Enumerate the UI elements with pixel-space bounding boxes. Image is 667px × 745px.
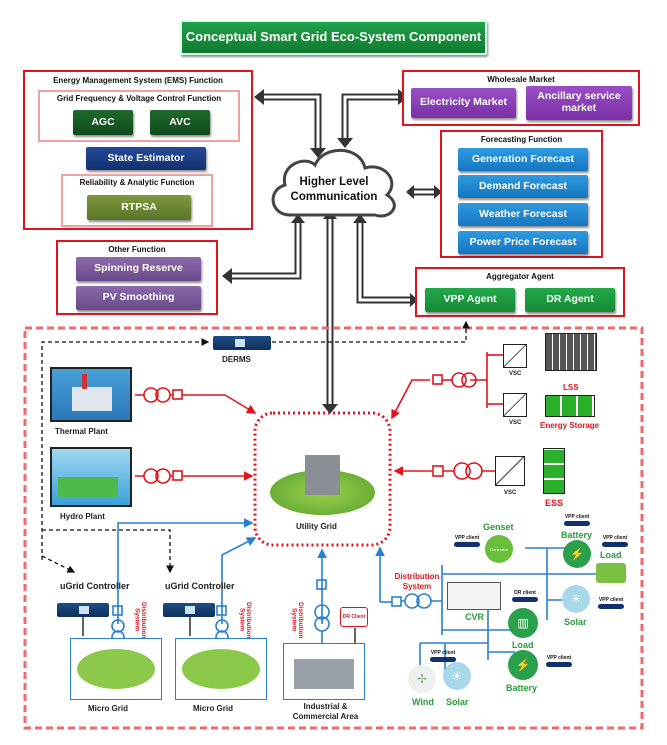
- micro-grid-label: Micro Grid: [193, 704, 234, 713]
- vsc-icon: [503, 344, 527, 368]
- solar-panel-icon: [545, 333, 597, 371]
- agc-button[interactable]: AGC: [73, 110, 133, 135]
- hydro-plant-label: Hydro Plant: [60, 512, 105, 521]
- distribution-system-label: Distribution System: [290, 601, 305, 639]
- load-label: Load: [512, 640, 534, 650]
- wind-icon: ✢: [408, 665, 436, 693]
- vsc-label: VSC: [509, 371, 522, 377]
- micro-grid-label: Micro Grid: [88, 704, 129, 713]
- ems-panel: Energy Management System (EMS) Function …: [23, 70, 253, 230]
- other-title: Other Function: [108, 245, 166, 254]
- ugrid-controller-icon: [163, 603, 215, 617]
- solar-icon: ☀: [443, 662, 471, 690]
- vpp-client-badge: VPP client: [596, 597, 626, 609]
- dr-client-badge: DR Client: [340, 607, 368, 627]
- energy-storage-label: Energy Storage: [540, 421, 600, 430]
- forecasting-panel: Forecasting Function Generation Forecast…: [440, 130, 603, 258]
- industrial-area-label: Industrial & Commercial Area: [292, 702, 359, 721]
- vsc-icon: [495, 456, 525, 486]
- cvr-chart-image: [447, 582, 501, 610]
- lss-label: LSS: [563, 383, 579, 392]
- demand-forecast-button[interactable]: Demand Forecast: [458, 175, 588, 198]
- utility-grid-label: Utility Grid: [296, 522, 337, 531]
- ancillary-market-button[interactable]: Ancillary service market: [526, 86, 632, 120]
- vsc-icon: [503, 393, 527, 417]
- thermal-plant-label: Thermal Plant: [55, 427, 108, 436]
- battery-icon: [545, 395, 595, 417]
- house-load-icon: [596, 563, 626, 583]
- hydro-plant-image: [50, 447, 132, 507]
- ugrid-controller-icon: [57, 603, 109, 617]
- dr-client-badge: DR client: [510, 590, 540, 602]
- page-title: Conceptual Smart Grid Eco-System Compone…: [180, 20, 487, 55]
- wholesale-title: Wholesale Market: [487, 75, 555, 84]
- battery-label: Battery: [561, 530, 593, 540]
- forecasting-title: Forecasting Function: [480, 135, 563, 144]
- vpp-client-badge: VPP client: [452, 535, 482, 547]
- ess-label: ESS: [545, 498, 564, 508]
- genset-label: Genset: [483, 522, 514, 532]
- generator-icon: Generator: [485, 535, 513, 563]
- solar-label: Solar: [564, 617, 587, 627]
- battery-icon: ⚡: [563, 540, 591, 568]
- dr-agent-button[interactable]: DR Agent: [525, 288, 615, 312]
- vpp-client-badge: VPP client: [544, 655, 574, 667]
- power-price-forecast-button[interactable]: Power Price Forecast: [458, 231, 588, 254]
- derms-device-icon: [213, 336, 271, 350]
- vsc-label: VSC: [504, 490, 517, 496]
- thermal-plant-image: [50, 367, 132, 422]
- ugrid-controller-label: uGrid Controller: [165, 581, 235, 591]
- distribution-system-label: Distribution System: [133, 601, 148, 639]
- generation-forecast-button[interactable]: Generation Forecast: [458, 148, 588, 171]
- factory-load-icon: ▥: [508, 608, 538, 638]
- state-estimator-button[interactable]: State Estimator: [86, 147, 206, 170]
- solar-icon: ☀: [562, 585, 590, 613]
- grid-control-group: Grid Frequency & Voltage Control Functio…: [38, 90, 240, 142]
- micro-grid-image: [70, 638, 162, 700]
- pv-smoothing-button[interactable]: PV Smoothing: [76, 286, 201, 310]
- distribution-system-label: Distribution System: [238, 601, 253, 639]
- wholesale-market-panel: Wholesale Market Electricity Market Anci…: [402, 70, 640, 126]
- derms-label: DERMS: [222, 355, 251, 364]
- vpp-client-badge: VPP client: [600, 535, 630, 547]
- distribution-system-label: Distribution System: [394, 572, 440, 591]
- other-function-panel: Other Function Spinning Reserve PV Smoot…: [56, 240, 218, 315]
- aggregator-panel: Aggregator Agent VPP Agent DR Agent: [415, 267, 625, 317]
- wind-label: Wind: [412, 697, 434, 707]
- ems-title: Energy Management System (EMS) Function: [53, 76, 223, 85]
- reliability-title: Reliability & Analytic Function: [79, 178, 195, 187]
- electricity-market-button[interactable]: Electricity Market: [411, 88, 516, 118]
- ess-battery-icon: [543, 448, 565, 494]
- cloud-icon: [271, 148, 396, 218]
- industrial-area-image: [283, 643, 365, 700]
- battery-label: Battery: [506, 683, 538, 693]
- vsc-label: VSC: [509, 420, 522, 426]
- rtpsa-button[interactable]: RTPSA: [87, 195, 191, 220]
- weather-forecast-button[interactable]: Weather Forecast: [458, 203, 588, 226]
- ugrid-controller-label: uGrid Controller: [60, 581, 130, 591]
- reliability-group: Reliability & Analytic Function RTPSA: [61, 174, 213, 227]
- avc-button[interactable]: AVC: [150, 110, 210, 135]
- grid-control-title: Grid Frequency & Voltage Control Functio…: [56, 94, 222, 103]
- micro-grid-image: [175, 638, 267, 700]
- battery-icon: ⚡: [508, 650, 538, 680]
- vpp-client-badge: VPP client: [562, 514, 592, 526]
- spinning-reserve-button[interactable]: Spinning Reserve: [76, 257, 201, 281]
- load-label: Load: [600, 550, 622, 560]
- solar-label: Solar: [446, 697, 469, 707]
- aggregator-title: Aggregator Agent: [486, 272, 554, 281]
- vpp-agent-button[interactable]: VPP Agent: [425, 288, 515, 312]
- cvr-label: CVR: [465, 612, 485, 622]
- vpp-client-badge: VPP client: [428, 650, 458, 662]
